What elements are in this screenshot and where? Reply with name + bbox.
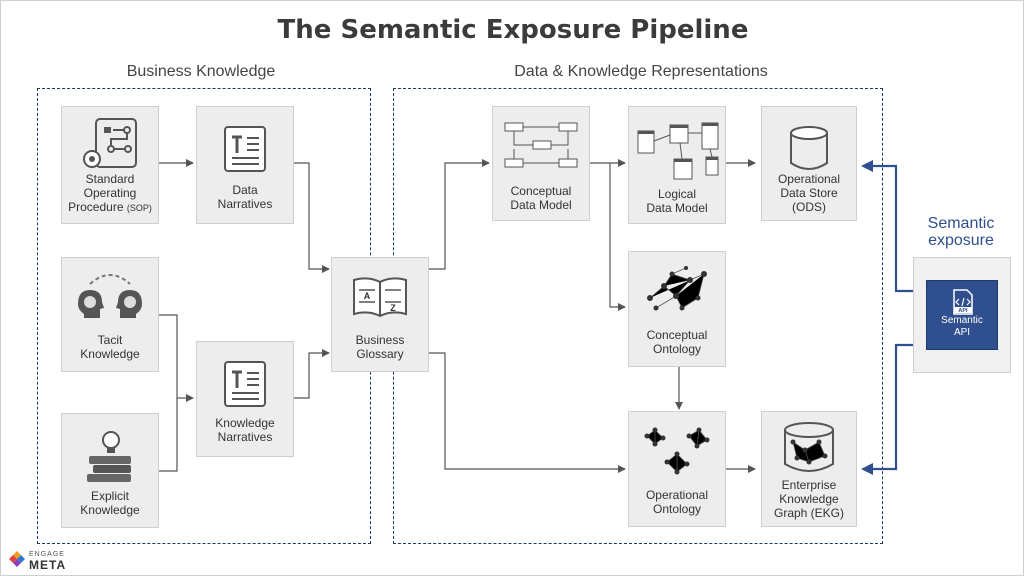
arrow-api-to-ekg xyxy=(861,343,913,475)
api-label: Semantic API xyxy=(941,315,983,338)
node-conceptual-data-model[interactable]: Conceptual Data Model xyxy=(492,106,590,221)
node-label: Business Glossary xyxy=(355,333,405,361)
process-flow-icon xyxy=(83,118,137,168)
logo-mark-icon xyxy=(9,551,25,567)
node-sop[interactable]: Standard Operating Procedure (SOP) xyxy=(61,106,159,224)
node-label: Data Narratives xyxy=(217,183,273,211)
books-lightbulb-icon xyxy=(87,431,131,482)
graph-database-icon xyxy=(784,422,834,472)
node-label: Explicit Knowledge xyxy=(80,489,140,517)
node-label: Knowledge Narratives xyxy=(215,416,275,444)
connector-tacit-explicit xyxy=(159,314,178,472)
node-tacit-knowledge[interactable]: Tacit Knowledge xyxy=(61,257,159,372)
node-data-narratives[interactable]: Data Narratives xyxy=(196,106,294,224)
node-label: Operational Ontology xyxy=(645,488,709,516)
arrow-glossary-to-cdm xyxy=(429,159,490,270)
page-title: The Semantic Exposure Pipeline xyxy=(277,15,749,45)
node-logical-data-model[interactable]: Logical Data Model xyxy=(628,106,726,224)
arrow-glossary-to-op-ontology xyxy=(429,352,626,473)
schema-tables-icon xyxy=(637,122,719,180)
node-ekg[interactable]: Enterprise Knowledge Graph (EKG) xyxy=(761,411,857,527)
node-label: Tacit Knowledge xyxy=(80,333,140,361)
database-icon xyxy=(790,126,828,170)
arrow-knowledge-narratives-to-glossary xyxy=(294,349,330,399)
arrow-cdm-to-conc-ontology xyxy=(609,163,626,311)
api-document-icon: API xyxy=(953,289,973,315)
node-explicit-knowledge[interactable]: Explicit Knowledge xyxy=(61,413,159,528)
semantic-api-badge[interactable]: API Semantic API xyxy=(926,280,998,350)
arrow-api-to-ods xyxy=(861,160,913,293)
node-business-glossary[interactable]: A Z Business Glossary xyxy=(331,257,429,372)
node-label: Standard Operating Procedure (SOP) xyxy=(68,172,152,214)
document-text-icon xyxy=(224,126,266,172)
node-label: Logical Data Model xyxy=(646,187,708,215)
node-label: Conceptual Data Model xyxy=(510,184,572,212)
document-text-icon xyxy=(224,361,266,407)
node-semantic-api[interactable]: API Semantic API xyxy=(913,257,1011,373)
node-operational-ontology[interactable]: Operational Ontology xyxy=(628,411,726,527)
network-clusters-icon xyxy=(644,427,710,475)
api-badge-text: API xyxy=(958,308,968,314)
node-conceptual-ontology[interactable]: Conceptual Ontology xyxy=(628,251,726,367)
glossary-letter-z: Z xyxy=(390,303,396,313)
logo-top-text: ENGAGE xyxy=(29,551,65,558)
node-label: Conceptual Ontology xyxy=(646,328,708,356)
node-label: Operational Data Store (ODS) xyxy=(777,172,841,214)
arrow-data-narratives-to-glossary xyxy=(294,162,330,273)
node-label: Enterprise Knowledge Graph (EKG) xyxy=(773,478,845,520)
semantic-exposure-label: Semantic exposure xyxy=(927,215,995,249)
section-label-business: Business Knowledge xyxy=(126,63,276,80)
entity-diagram-icon xyxy=(504,122,578,168)
logo-bottom-text: META xyxy=(29,558,67,572)
node-knowledge-narratives[interactable]: Knowledge Narratives xyxy=(196,341,294,457)
network-graph-icon xyxy=(647,266,707,311)
section-label-data: Data & Knowledge Representations xyxy=(514,63,768,80)
open-book-icon: A Z xyxy=(353,277,407,318)
minds-sharing-icon xyxy=(78,274,142,318)
glossary-letter-a: A xyxy=(364,291,371,301)
engage-meta-logo: ENGAGE META xyxy=(9,551,65,572)
node-ods[interactable]: Operational Data Store (ODS) xyxy=(761,106,857,221)
